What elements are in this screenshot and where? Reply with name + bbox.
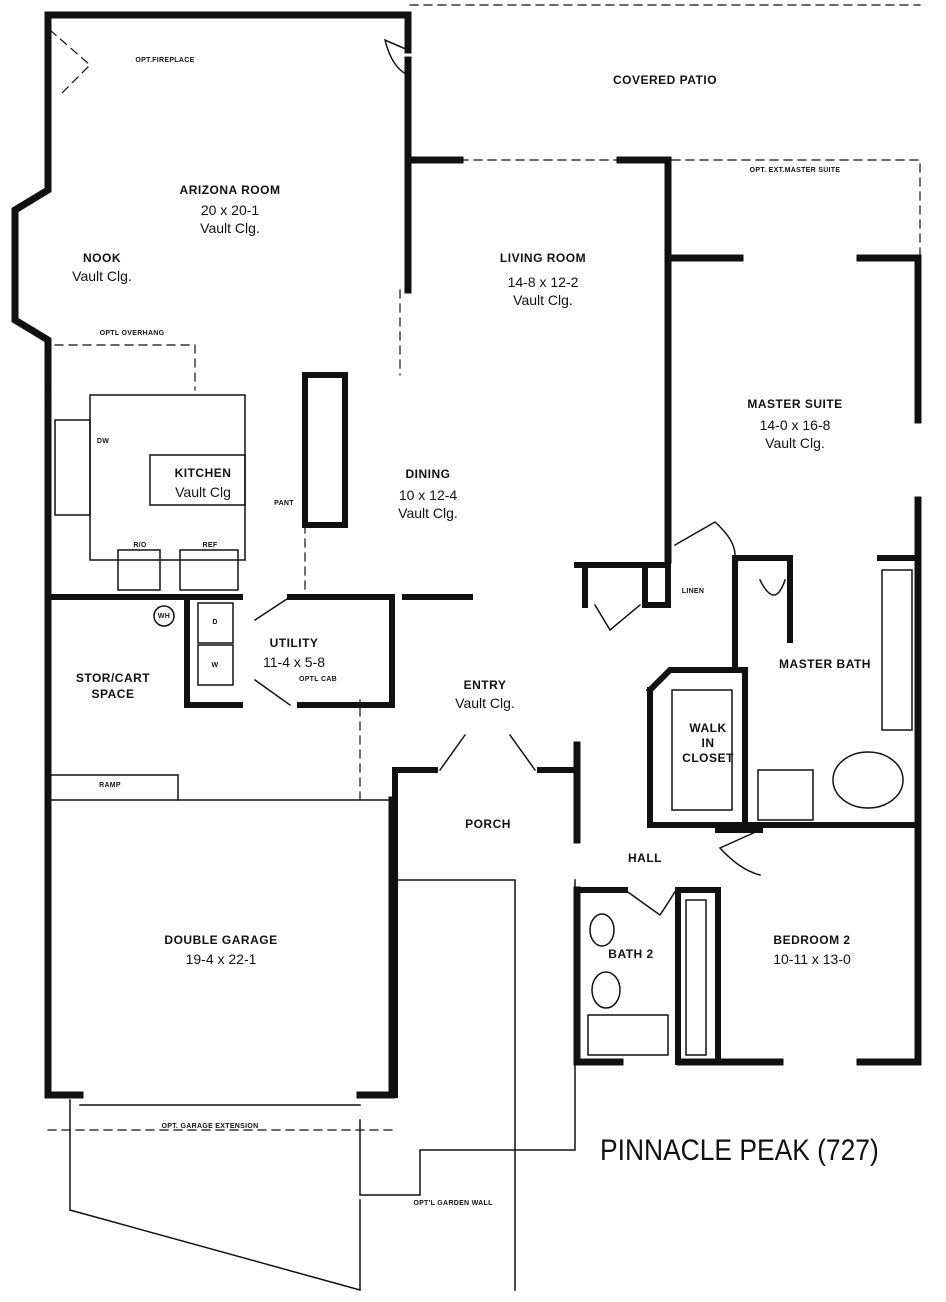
room-name-walk-in-closet-3: CLOSET <box>682 751 734 765</box>
note-pantry: PANT <box>274 500 294 507</box>
note-refrigerator: REF <box>202 542 218 549</box>
room-ceiling-living: Vault Clg. <box>513 292 573 308</box>
note-garden-wall: OPT'L GARDEN WALL <box>413 1200 493 1207</box>
room-name-bedroom2: BEDROOM 2 <box>773 933 851 947</box>
room-size-living: 14-8 x 12-2 <box>507 274 579 290</box>
note-overhang: OPTL OVERHANG <box>99 330 165 337</box>
room-name-stor-cart: STOR/CART <box>75 671 151 685</box>
interior-walls <box>45 372 921 1098</box>
room-name-utility: UTILITY <box>269 636 319 650</box>
exterior-walls <box>11 11 922 1099</box>
room-name-walk-in-closet: WALK <box>689 721 727 735</box>
room-name-bath2: BATH 2 <box>608 947 654 961</box>
room-ceiling-kitchen: Vault Clg <box>175 484 231 500</box>
room-name-living: LIVING ROOM <box>499 251 587 265</box>
room-name-nook: NOOK <box>83 251 121 265</box>
room-name-dining: DINING <box>405 467 451 481</box>
room-name-master-bath: MASTER BATH <box>779 657 871 671</box>
room-name-entry: ENTRY <box>463 678 507 692</box>
note-dishwasher: DW <box>96 438 110 445</box>
dashed-lines <box>47 4 921 1131</box>
room-name-master-suite: MASTER SUITE <box>747 397 843 411</box>
note-water-heater: WH <box>157 613 171 620</box>
room-name-arizona: ARIZONA ROOM <box>179 183 281 197</box>
room-name-hall: HALL <box>628 851 662 865</box>
room-ceiling-master-suite: Vault Clg. <box>765 435 825 451</box>
note-ramp: RAMP <box>99 782 121 789</box>
room-name-garage: DOUBLE GARAGE <box>164 933 278 947</box>
room-name-kitchen: KITCHEN <box>174 466 232 480</box>
room-size-dining: 10 x 12-4 <box>398 487 458 503</box>
room-size-garage: 19-4 x 22-1 <box>185 951 257 967</box>
room-size-arizona: 20 x 20-1 <box>200 202 260 218</box>
room-ceiling-dining: Vault Clg. <box>398 505 458 521</box>
note-opt-cabinet: OPTL CAB <box>298 676 338 683</box>
room-name-stor-cart-2: SPACE <box>91 687 135 701</box>
room-ceiling-arizona: Vault Clg. <box>200 220 260 236</box>
room-name-covered-patio: COVERED PATIO <box>612 73 718 87</box>
note-ext-master: OPT. EXT.MASTER SUITE <box>749 167 841 174</box>
note-range-oven: R/O <box>133 542 147 549</box>
room-size-utility: 11-4 x 5-8 <box>263 654 325 670</box>
thin-lines <box>47 38 913 1291</box>
room-size-master-suite: 14-0 x 16-8 <box>759 417 831 433</box>
room-name-walk-in-closet-2: IN <box>701 736 715 750</box>
room-size-bedroom2: 10-11 x 13-0 <box>773 951 851 967</box>
plan-title: PINNACLE PEAK (727) <box>600 1134 879 1167</box>
room-ceiling-entry: Vault Clg. <box>455 695 515 711</box>
note-linen: LINEN <box>681 588 705 595</box>
note-fireplace: OPT.FIREPLACE <box>135 57 195 64</box>
note-dryer: D <box>212 619 218 626</box>
note-garage-extension: OPT. GARAGE EXTENSION <box>161 1123 259 1130</box>
room-ceiling-nook: Vault Clg. <box>72 268 132 284</box>
room-name-porch: PORCH <box>465 817 511 831</box>
note-washer: W <box>211 662 219 669</box>
